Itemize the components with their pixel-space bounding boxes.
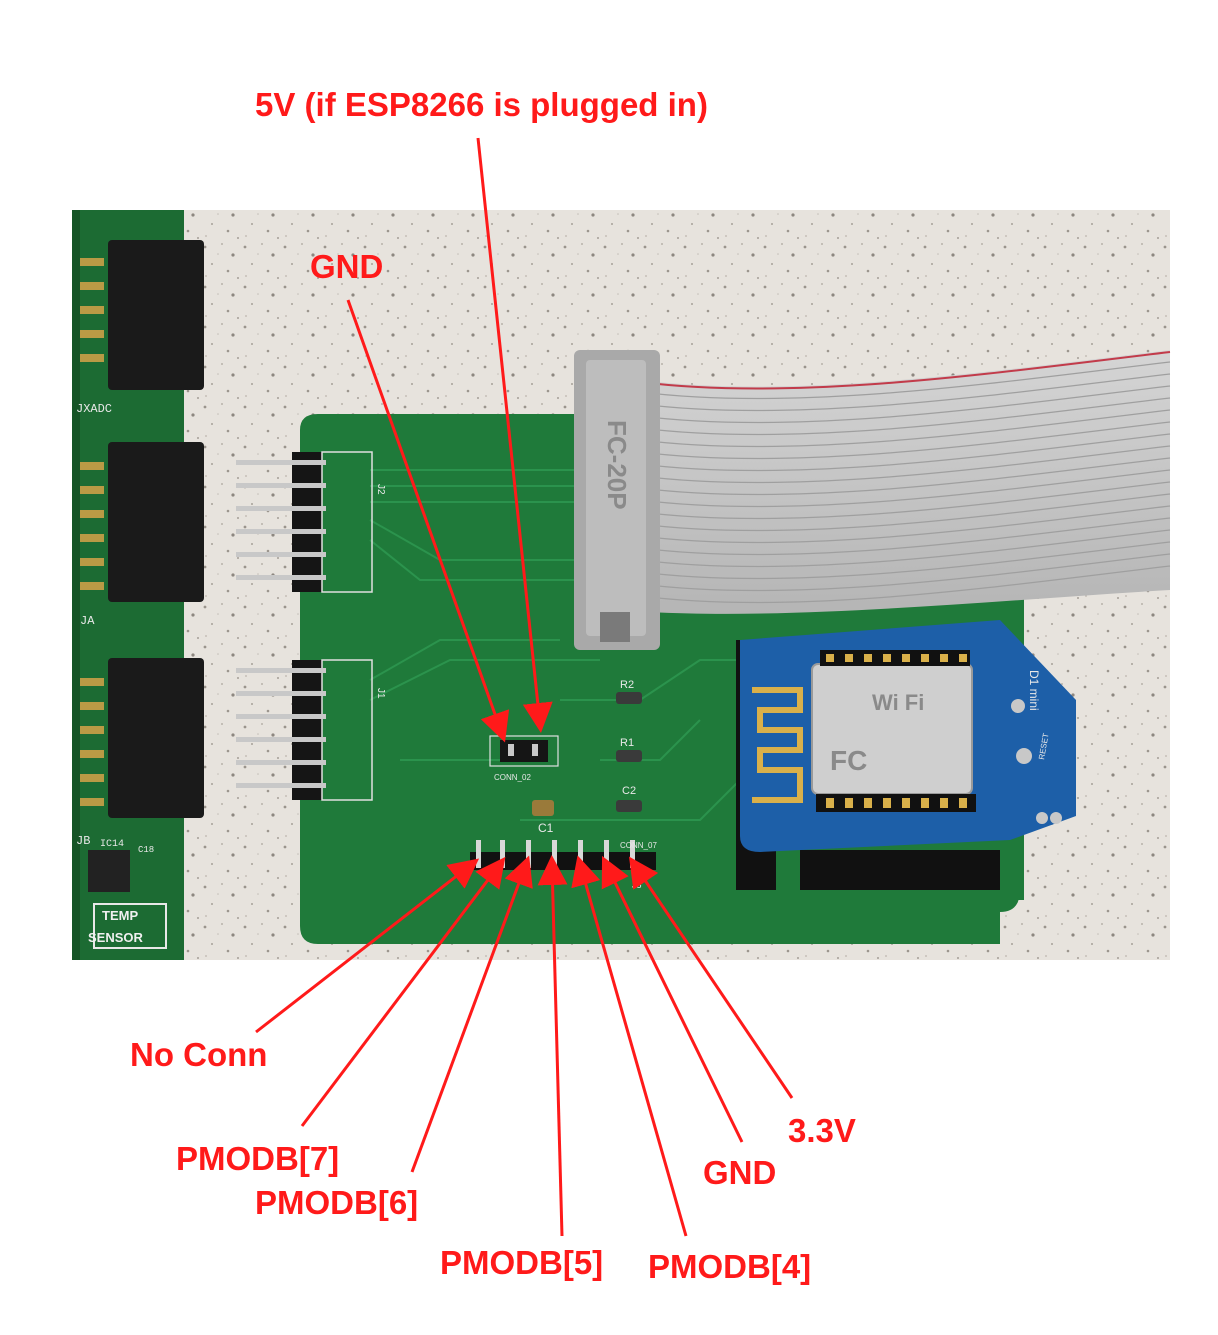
svg-text:SENSOR: SENSOR — [88, 930, 144, 945]
ribbon-cable — [639, 350, 1171, 614]
r2-resistor — [616, 692, 642, 704]
c2-capacitor — [616, 800, 642, 812]
svg-text:C1: C1 — [538, 821, 554, 835]
svg-text:IC14: IC14 — [100, 839, 124, 850]
svg-text:C2: C2 — [622, 785, 636, 797]
label-3v3: 3.3V — [788, 1112, 856, 1149]
svg-text:JA: JA — [80, 614, 95, 628]
svg-text:D1 mini: D1 mini — [1027, 670, 1041, 711]
left-fpga-board: JXADC JA JB IC14 C18 TEMP SENSOR — [72, 210, 204, 960]
esp8266-d1-mini: Wi Fi FC D1 mini RESET — [736, 620, 1076, 890]
label-gnd-top: GND — [310, 248, 384, 285]
svg-text:JXADC: JXADC — [76, 402, 112, 416]
label-pmodb4: PMODB[4] — [648, 1248, 812, 1285]
svg-text:TEMP: TEMP — [102, 908, 138, 923]
svg-text:CONN_02: CONN_02 — [494, 773, 531, 782]
svg-text:R1: R1 — [620, 737, 634, 749]
label-pmodb7: PMODB[7] — [176, 1140, 340, 1177]
svg-text:J1: J1 — [375, 688, 386, 699]
jxadc-header — [108, 240, 204, 390]
svg-text:J2: J2 — [375, 484, 386, 495]
label-5v: 5V (if ESP8266 is plugged in) — [255, 86, 708, 123]
svg-text:Wi Fi: Wi Fi — [872, 690, 924, 715]
r1-resistor — [616, 750, 642, 762]
temp-sensor-ic — [88, 850, 130, 892]
label-pmodb5: PMODB[5] — [440, 1244, 604, 1281]
svg-text:R2: R2 — [620, 679, 634, 691]
label-no-conn: No Conn — [130, 1036, 268, 1073]
label-pmodb6: PMODB[6] — [255, 1184, 419, 1221]
fc20p-connector: FC-20P — [574, 350, 660, 650]
svg-text:FC: FC — [830, 745, 867, 776]
jb-header — [108, 658, 204, 818]
svg-text:FC-20P: FC-20P — [602, 420, 632, 510]
label-gnd-bottom: GND — [703, 1154, 777, 1191]
svg-text:JB: JB — [76, 834, 90, 848]
svg-text:C18: C18 — [138, 845, 154, 855]
ja-header — [108, 442, 204, 602]
c1-capacitor — [532, 800, 554, 816]
conn02-header: CONN_02 — [489, 735, 559, 782]
svg-text:CONN_07: CONN_07 — [620, 841, 657, 850]
svg-text:J5: J5 — [632, 880, 642, 890]
